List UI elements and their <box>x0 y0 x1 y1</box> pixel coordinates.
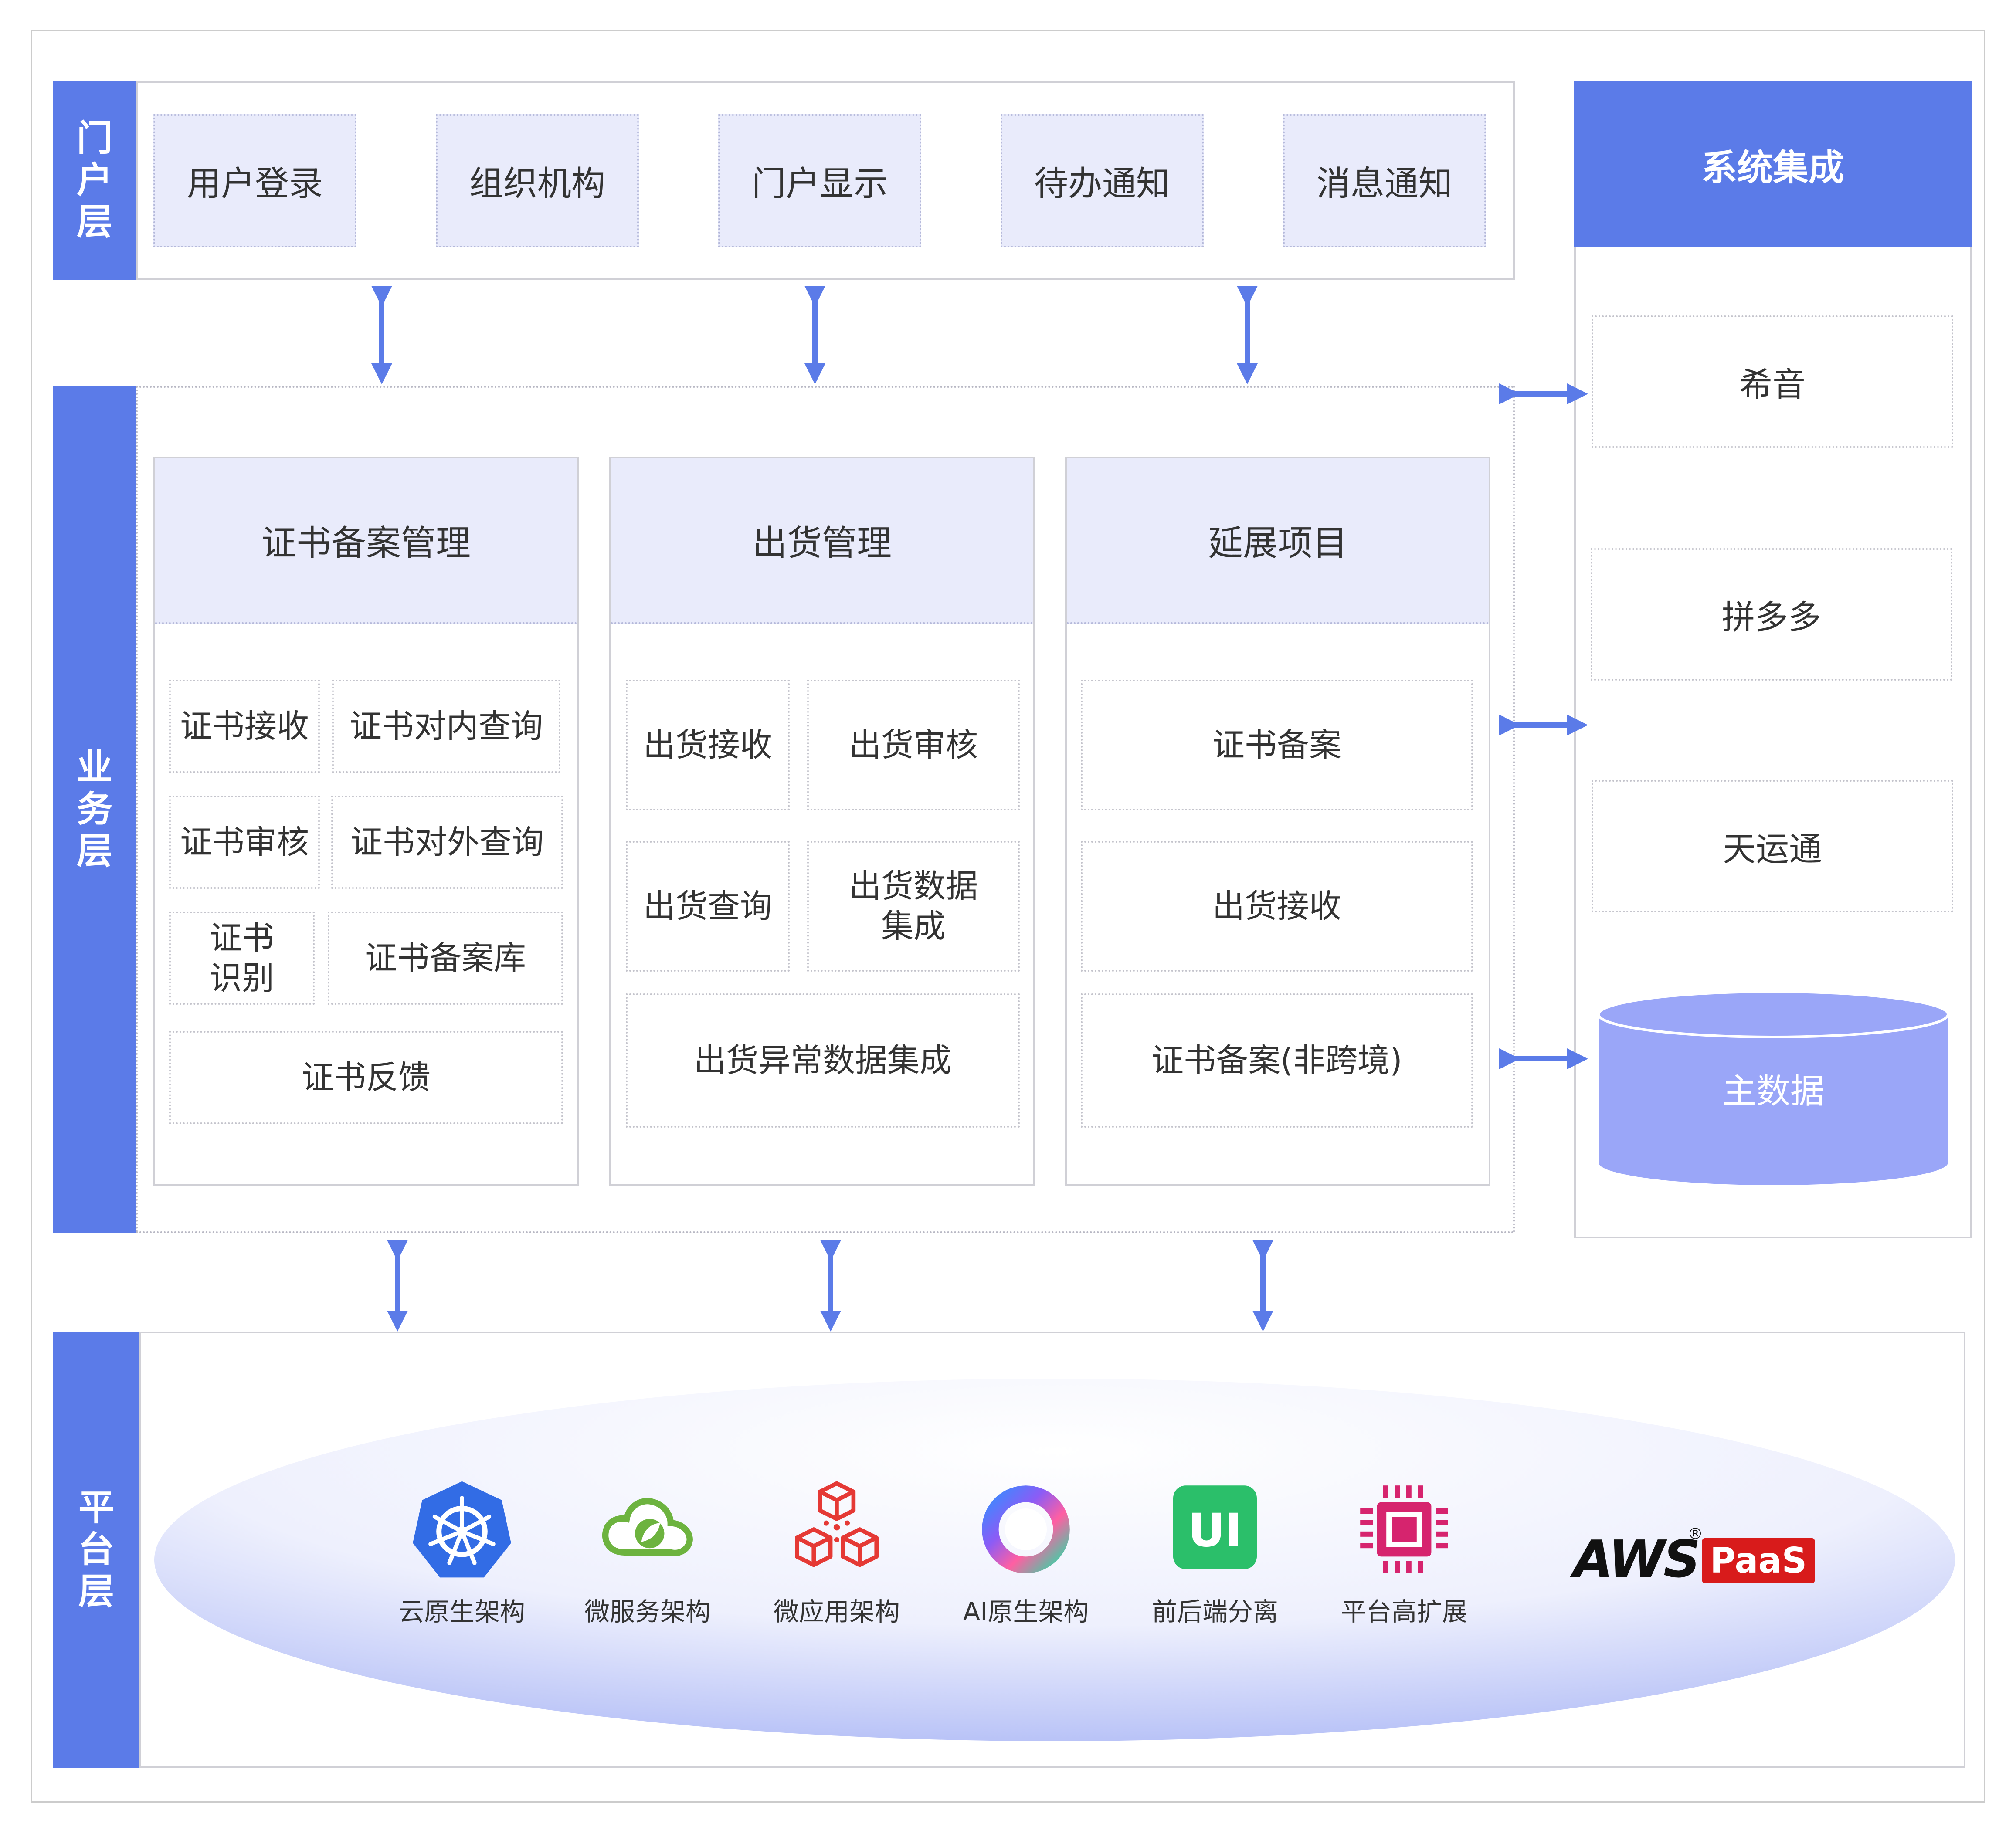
tech-micro-frontend[interactable]: 微应用架构 <box>758 1477 915 1628</box>
cell-certificate-archive[interactable]: 证书备案库 <box>328 912 563 1005</box>
tech-label: 微服务架构 <box>584 1597 711 1627</box>
cell-certificate-recognition[interactable]: 证书 识别 <box>169 912 315 1005</box>
portal-item-todo-notice[interactable]: 待办通知 <box>1001 114 1204 247</box>
svg-text:UI: UI <box>1188 1503 1242 1557</box>
logo-brand: AWS <box>1573 1529 1700 1589</box>
portal-item-message-notice[interactable]: 消息通知 <box>1283 114 1486 247</box>
ai-ring-icon <box>982 1485 1070 1573</box>
cell-certificate-internal-query[interactable]: 证书对内查询 <box>332 680 560 773</box>
tech-microservice[interactable]: 微服务架构 <box>569 1477 726 1628</box>
cell-extension-shipment-receive[interactable]: 出货接收 <box>1081 841 1473 972</box>
portal-item-organization[interactable]: 组织机构 <box>436 114 639 247</box>
spring-icon <box>602 1498 693 1556</box>
cell-shipment-data-integration[interactable]: 出货数据 集成 <box>807 841 1020 972</box>
platform-layer-label: 平台层 <box>53 1332 139 1768</box>
logo-suffix-badge: PaaS <box>1702 1538 1815 1583</box>
tech-label: 云原生架构 <box>398 1597 525 1627</box>
cell-shipment-query[interactable]: 出货查询 <box>626 841 790 972</box>
aws-paas-logo: AWS ® PaaS <box>1573 1525 1815 1595</box>
portal-item-user-login[interactable]: 用户登录 <box>153 114 356 247</box>
portal-layer-label: 门户层 <box>53 81 136 280</box>
business-group-title: 出货管理 <box>611 458 1033 624</box>
integration-item-pinduoduo[interactable]: 拼多多 <box>1591 548 1952 681</box>
cylinder-shape <box>1597 990 1949 1185</box>
tech-frontend-backend-separation[interactable]: UI 前后端分离 <box>1137 1477 1293 1628</box>
cell-certificate-review[interactable]: 证书审核 <box>169 796 320 889</box>
cell-certificate-receive[interactable]: 证书接收 <box>169 680 320 773</box>
cell-shipment-review[interactable]: 出货审核 <box>807 680 1020 810</box>
tech-label: AI原生架构 <box>963 1597 1089 1627</box>
tech-cloud-native[interactable]: 云原生架构 <box>384 1477 540 1628</box>
tech-label: 平台高扩展 <box>1341 1597 1467 1627</box>
master-data-label: 主数据 <box>1722 1072 1824 1111</box>
business-group-title: 延展项目 <box>1067 458 1489 624</box>
integration-title: 系统集成 <box>1574 81 1972 247</box>
cell-certificate-feedback[interactable]: 证书反馈 <box>169 1031 563 1124</box>
portal-item-portal-display[interactable]: 门户显示 <box>718 114 921 247</box>
diagram-frame <box>31 30 1985 1803</box>
master-data-cylinder[interactable]: 主数据 <box>1597 990 1950 1186</box>
logo-registered: ® <box>1687 1525 1703 1543</box>
ui-icon: UI <box>1173 1485 1257 1569</box>
chip-icon <box>1360 1485 1448 1573</box>
tech-label: 微应用架构 <box>773 1597 900 1627</box>
tech-platform-extension[interactable]: 平台高扩展 <box>1326 1477 1483 1628</box>
cell-shipment-exception-integration[interactable]: 出货异常数据集成 <box>626 993 1020 1128</box>
kubernetes-icon <box>413 1481 511 1578</box>
tech-ai-native[interactable]: AI原生架构 <box>947 1477 1104 1628</box>
cubes-icon <box>795 1481 879 1567</box>
cell-certificate-external-query[interactable]: 证书对外查询 <box>331 796 563 889</box>
business-group-title: 证书备案管理 <box>155 458 577 624</box>
business-layer-label: 业务层 <box>53 386 136 1233</box>
cell-extension-certificate-filing-non-cross-border[interactable]: 证书备案(非跨境) <box>1081 993 1473 1128</box>
cell-shipment-receive[interactable]: 出货接收 <box>626 680 790 810</box>
cell-extension-certificate-filing[interactable]: 证书备案 <box>1081 680 1473 810</box>
integration-item-tianyuntong[interactable]: 天运通 <box>1592 780 1953 912</box>
integration-item-shein[interactable]: 希音 <box>1592 315 1953 448</box>
tech-label: 前后端分离 <box>1151 1597 1278 1627</box>
